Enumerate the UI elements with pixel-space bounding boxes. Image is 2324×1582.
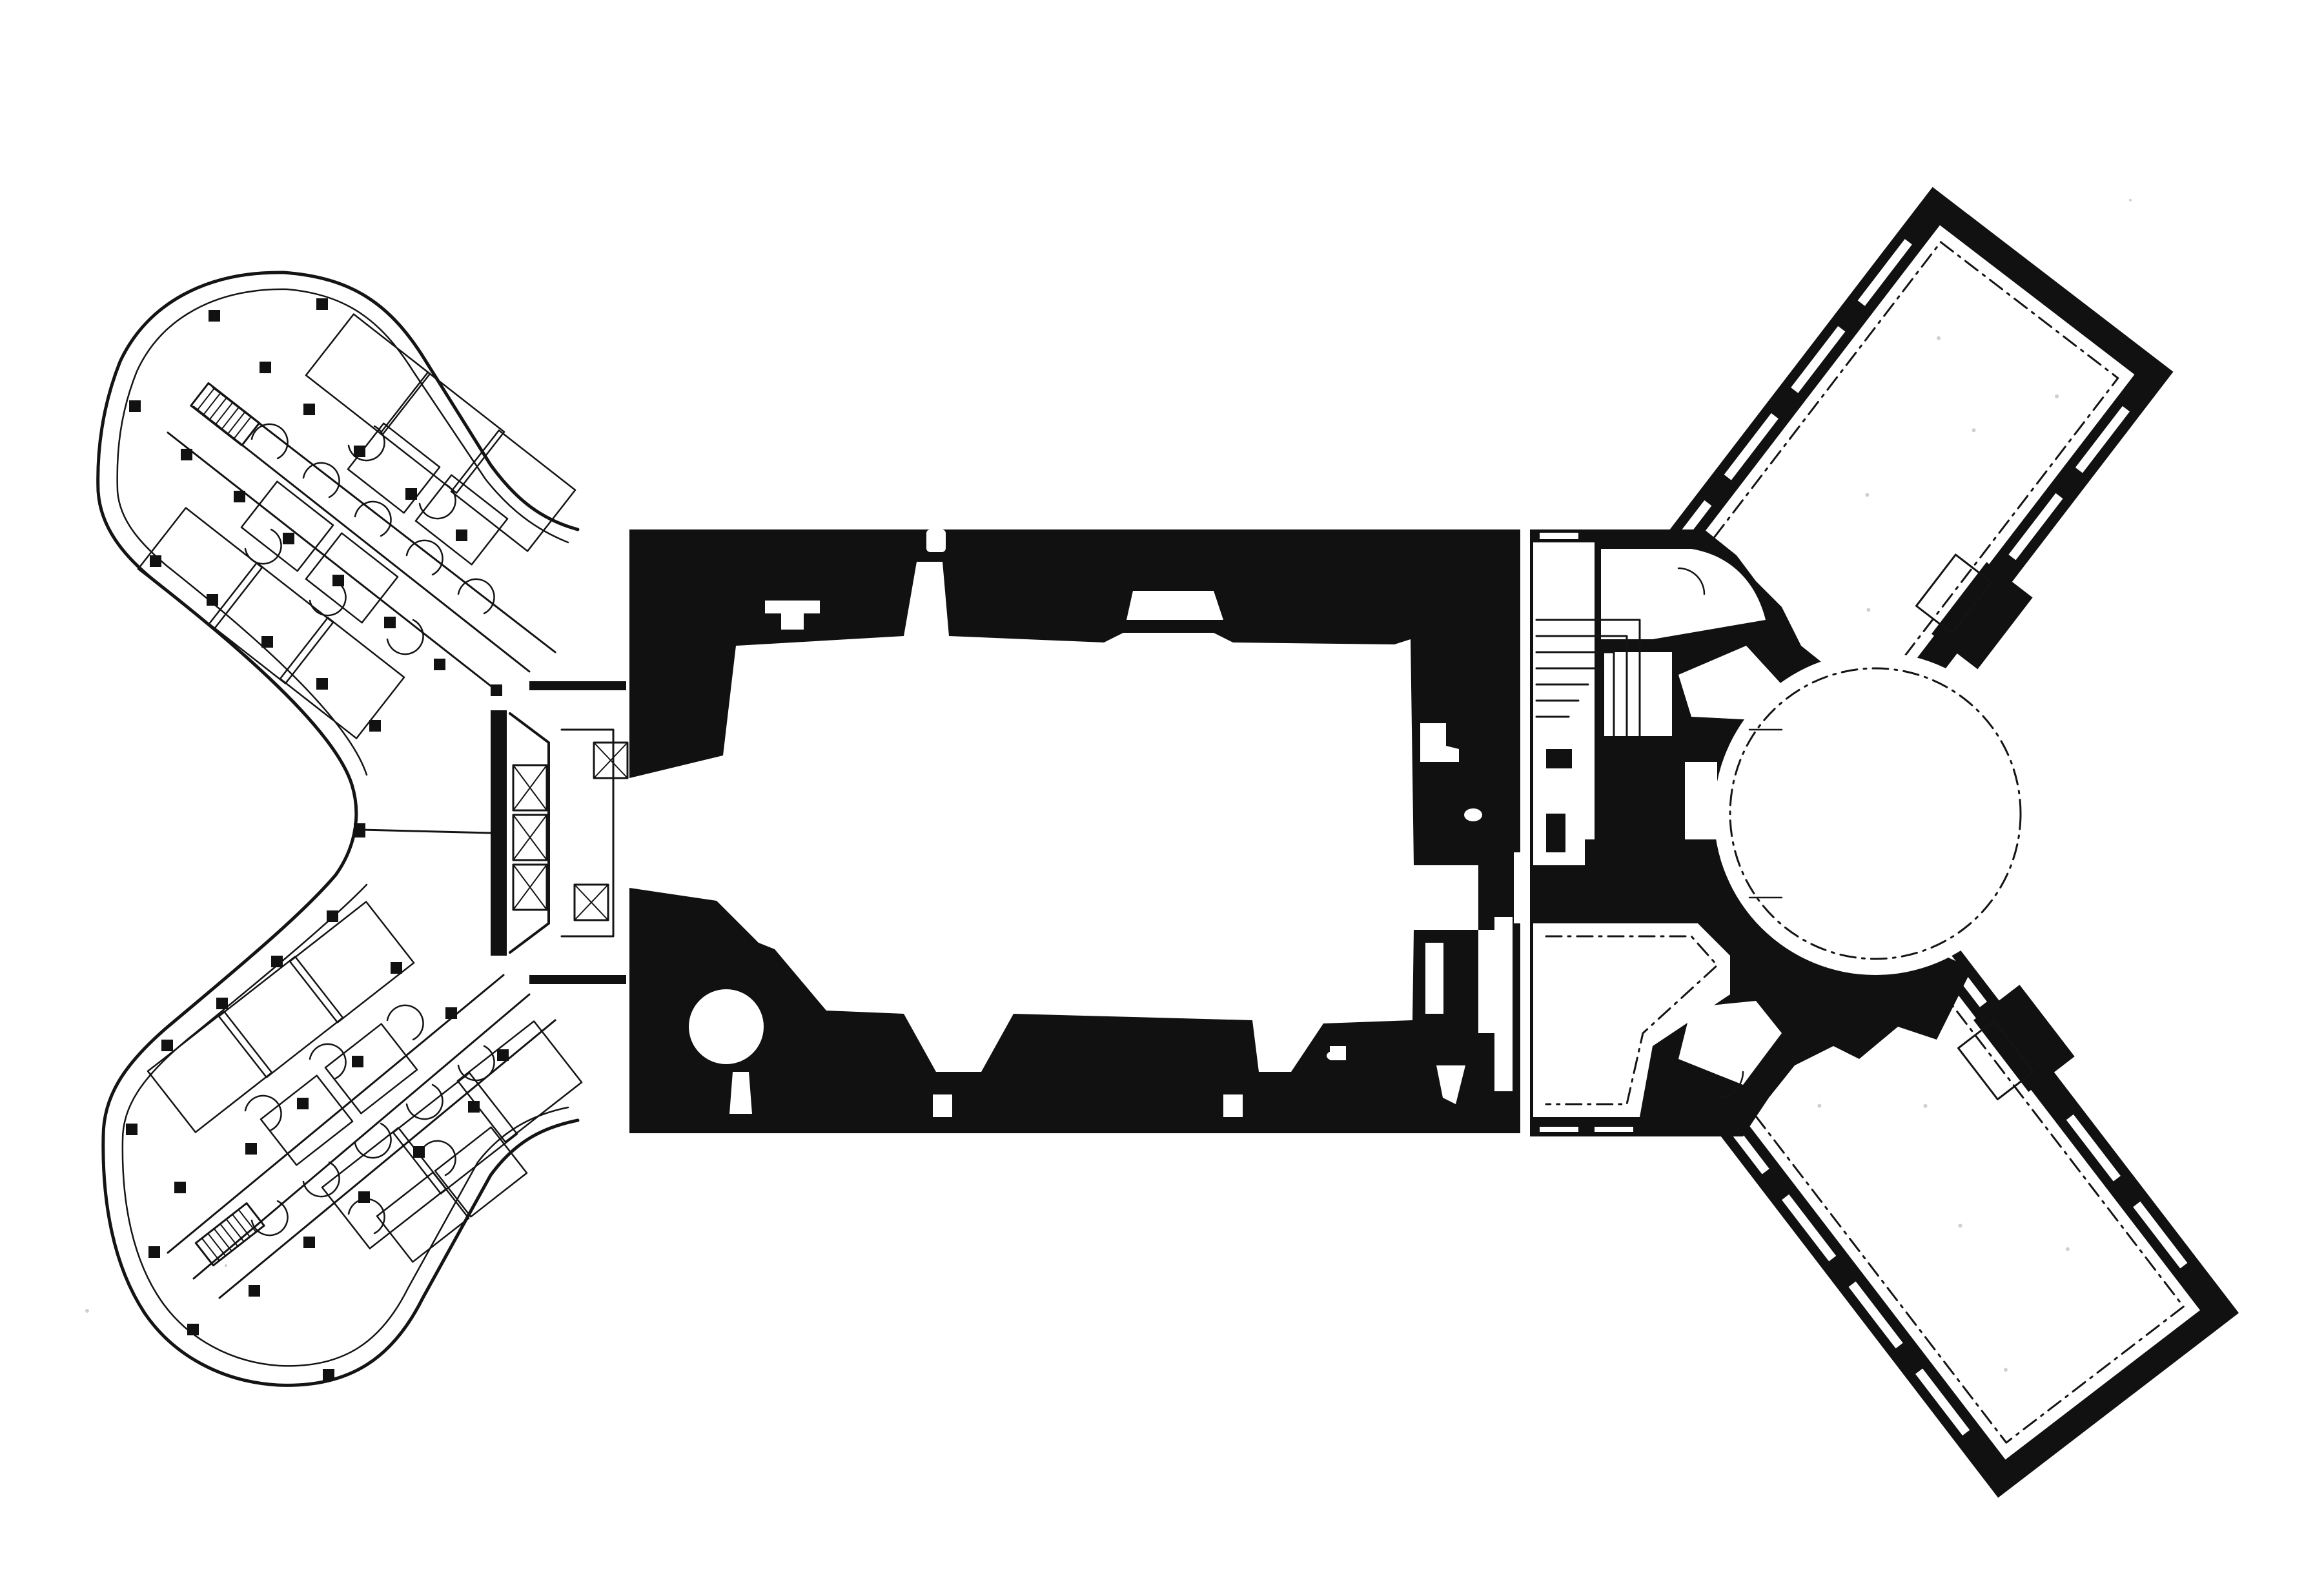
rotunda (1714, 652, 2037, 975)
lower-columns (126, 910, 509, 1381)
stair-icon (194, 1202, 265, 1267)
elevator-core (491, 681, 629, 984)
lower-arm-rooms (147, 901, 583, 1263)
elevator-icon (512, 863, 548, 911)
stair-icon (190, 382, 261, 447)
elevator-icon (512, 764, 548, 812)
central-hall (629, 562, 1478, 1072)
fireplace (1915, 553, 2033, 670)
left-wing (96, 271, 629, 1387)
elevator-icon (593, 741, 629, 779)
right-wing (1530, 187, 2239, 1498)
fireplace (1957, 985, 2075, 1101)
upper-arm-rooms (137, 313, 576, 739)
central-block (629, 529, 1527, 1133)
elevator-icon (512, 814, 548, 861)
elevator-icon (573, 883, 609, 921)
upper-columns (129, 298, 502, 732)
